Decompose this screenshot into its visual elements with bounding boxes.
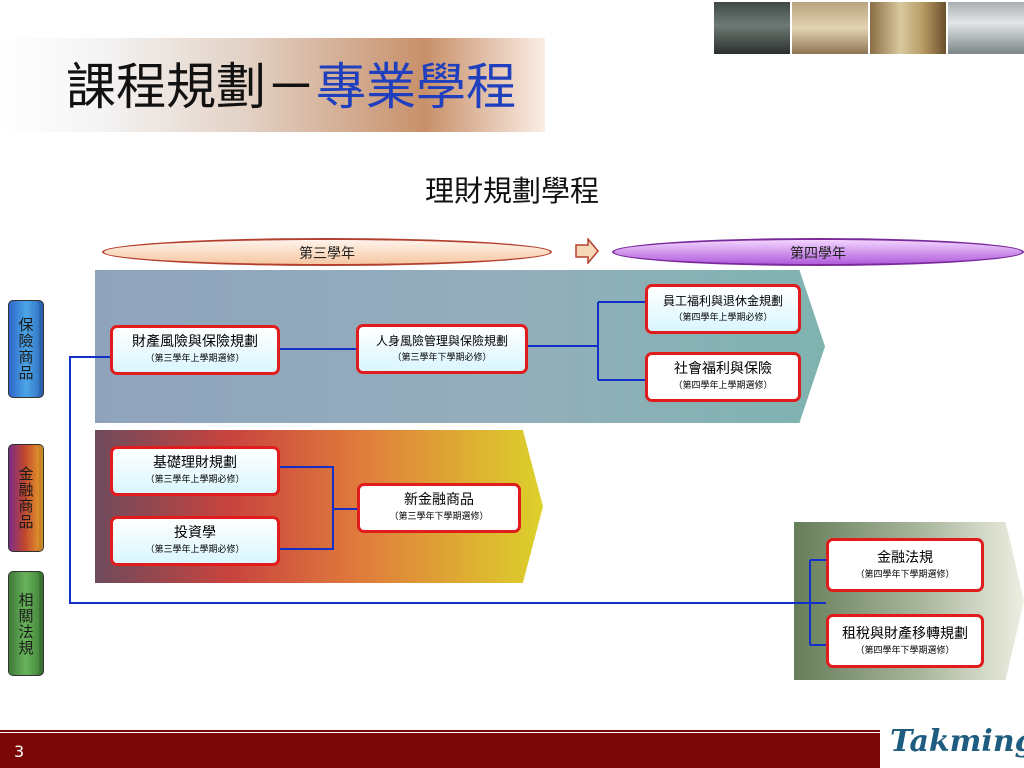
program-subtitle: 理財規劃學程 <box>424 174 599 208</box>
course-box-financial-law: 金融法規 （第四學年下學期選修） <box>826 538 984 592</box>
header-photo-strip <box>714 2 1024 54</box>
page-title: 課程規劃－專業學程 <box>66 44 516 130</box>
course-box-personal-risk: 人身風險管理與保險規劃 （第三學年下學期必修） <box>356 324 528 374</box>
year-four-capsule: 第四學年 <box>612 238 1024 266</box>
year-three-capsule: 第三學年 <box>102 238 552 266</box>
course-note: （第三學年上學期必修） <box>145 475 245 485</box>
course-name: 金融法規 <box>877 550 933 566</box>
title-main: 課程規劃－ <box>66 58 316 116</box>
category-scroll-finance: 金融商品 <box>8 444 44 552</box>
page-number: 3 <box>14 742 25 761</box>
course-name: 租稅與財產移轉規劃 <box>842 626 968 642</box>
year4-branch-connector <box>597 301 645 381</box>
course-name: 投資學 <box>174 525 216 541</box>
course-note: （第三學年下學期選修） <box>389 512 489 522</box>
category-scroll-insurance: 保險商品 <box>8 300 44 398</box>
office-photo <box>792 2 868 54</box>
course-note: （第三學年上學期必修） <box>145 545 245 555</box>
category-scroll-law: 相關法規 <box>8 571 44 676</box>
course-box-basic-planning: 基礎理財規劃 （第三學年上學期必修） <box>110 446 280 496</box>
course-box-investments: 投資學 （第三學年上學期必修） <box>110 516 280 566</box>
course-name: 基礎理財規劃 <box>153 455 237 471</box>
footer-bar <box>0 733 880 768</box>
course-note: （第三學年上學期選修） <box>145 354 245 364</box>
course-box-new-financial-products: 新金融商品 （第三學年下學期選修） <box>357 483 521 533</box>
footer-rule <box>0 730 880 732</box>
course-note: （第三學年下學期必修） <box>392 353 492 363</box>
right-arrow-icon <box>575 238 599 264</box>
computer-lab-photo <box>948 2 1024 54</box>
course-box-tax-property-transfer: 租稅與財產移轉規劃 （第四學年下學期選修） <box>826 614 984 668</box>
course-name: 社會福利與保險 <box>674 361 772 377</box>
course-note: （第四學年下學期選修） <box>855 570 955 580</box>
title-background-band <box>0 38 545 132</box>
course-box-social-welfare: 社會福利與保險 （第四學年上學期選修） <box>645 352 801 402</box>
takming-logo: Takming <box>890 724 1024 759</box>
course-name: 新金融商品 <box>404 492 474 508</box>
lobby-photo <box>870 2 946 54</box>
course-note: （第四學年下學期選修） <box>855 646 955 656</box>
law-branch-connector <box>809 559 826 646</box>
course-note: （第四學年上學期選修） <box>673 381 773 391</box>
course-box-employee-benefit: 員工福利與退休金規劃 （第四學年上學期必修） <box>645 284 801 334</box>
course-name: 人身風險管理與保險規劃 <box>375 334 508 348</box>
classroom-photo <box>714 2 790 54</box>
course-name: 財產風險與保險規劃 <box>132 334 258 350</box>
course-note: （第四學年上學期必修） <box>673 313 773 323</box>
course-name: 員工福利與退休金規劃 <box>662 294 783 308</box>
title-accent: 專業學程 <box>316 58 516 116</box>
course-box-property-risk: 財產風險與保險規劃 （第三學年上學期選修） <box>110 325 280 375</box>
finance-merge-connector <box>280 466 357 550</box>
spine-connector <box>69 356 826 604</box>
